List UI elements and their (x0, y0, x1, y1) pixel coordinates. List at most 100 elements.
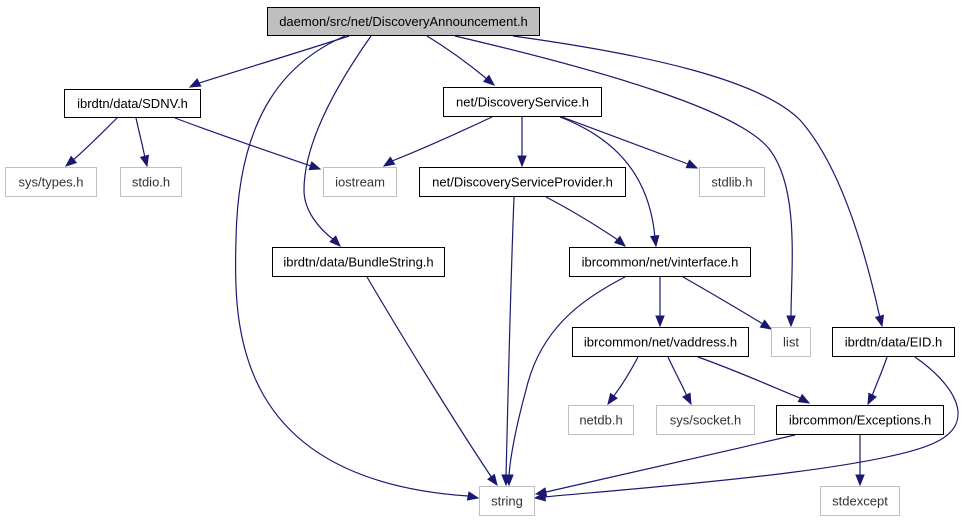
edges-layer (64, 35, 959, 502)
arrowhead-icon (786, 315, 796, 328)
arrowhead-icon (655, 315, 665, 328)
edge-provider-to-string (501, 196, 515, 487)
node-box (699, 167, 765, 197)
node-box (820, 486, 900, 516)
edge-bundlestring-to-string (366, 276, 498, 487)
node-stdio: stdio.h (120, 167, 182, 197)
node-stdexcept: stdexcept (820, 486, 900, 516)
edge-discoveryservice-to-stdlib (561, 116, 699, 169)
arrowhead-icon (482, 74, 496, 86)
edge-line (391, 116, 493, 162)
edge-line (366, 276, 493, 479)
node-label: netdb.h (579, 413, 622, 428)
node-stdlib: stdlib.h (699, 167, 765, 197)
edge-line (682, 276, 764, 325)
node-label: ibrcommon/net/vaddress.h (584, 335, 737, 350)
node-box (479, 486, 535, 516)
node-label: net/DiscoveryService.h (456, 95, 589, 110)
arrowhead-icon (607, 392, 618, 406)
edge-line (174, 117, 312, 167)
arrowhead-icon (517, 155, 527, 168)
node-label: sys/types.h (18, 175, 83, 190)
arrowhead-icon (685, 159, 699, 169)
edge-vinterface-to-vaddress (655, 277, 665, 328)
arrowhead-icon (466, 491, 480, 501)
node-discoveryservice[interactable]: net/DiscoveryService.h (443, 87, 602, 117)
arrowhead-icon (797, 393, 811, 404)
node-label: sys/socket.h (670, 413, 742, 428)
edge-line (303, 35, 372, 241)
edge-sdnv-to-iostream (174, 117, 322, 171)
node-label: stdio.h (132, 175, 170, 190)
node-label: list (783, 335, 799, 350)
arrowhead-icon (188, 78, 202, 88)
edge-line (195, 35, 350, 85)
node-box[interactable] (272, 247, 445, 277)
node-label: ibrcommon/Exceptions.h (789, 413, 931, 428)
arrowhead-icon (487, 473, 498, 487)
node-box[interactable] (572, 327, 749, 357)
arrowhead-icon (613, 235, 627, 247)
arrowhead-icon (139, 154, 150, 168)
edge-vaddress-to-netdb (607, 356, 639, 406)
node-box[interactable] (832, 327, 955, 357)
node-box (771, 327, 811, 357)
edge-line (559, 116, 656, 239)
arrowhead-icon (64, 155, 78, 167)
node-label: ibrcommon/net/vinterface.h (582, 255, 739, 270)
node-box[interactable] (267, 7, 540, 36)
node-box[interactable] (64, 89, 201, 118)
arrowhead-icon (867, 392, 877, 406)
edge-line (697, 356, 801, 399)
arrowhead-icon (874, 314, 885, 328)
node-socket: sys/socket.h (656, 405, 755, 435)
arrowhead-icon (308, 161, 322, 171)
edge-root-to-sdnv (188, 35, 350, 88)
edge-line (561, 116, 689, 165)
node-netdb: netdb.h (568, 405, 634, 435)
edge-root-to-list (454, 35, 796, 328)
edge-root-to-eid (512, 35, 885, 328)
arrowhead-icon (382, 156, 396, 167)
node-eid[interactable]: ibrdtn/data/EID.h (832, 327, 955, 357)
edge-line (71, 117, 118, 162)
edge-vaddress-to-socket (667, 356, 692, 406)
edge-vaddress-to-exceptions (697, 356, 811, 404)
edge-vinterface-to-list (682, 276, 773, 330)
edge-root-to-bundlestring (303, 35, 372, 247)
node-vinterface[interactable]: ibrcommon/net/vinterface.h (569, 247, 751, 277)
edge-line (612, 356, 639, 398)
node-vaddress[interactable]: ibrcommon/net/vaddress.h (572, 327, 749, 357)
edge-line (508, 276, 626, 477)
node-label: ibrdtn/data/BundleString.h (283, 255, 433, 270)
node-box (323, 167, 397, 197)
edge-provider-to-vinterface (545, 196, 627, 247)
edge-line (135, 117, 146, 159)
edge-line (545, 434, 796, 493)
edge-line (454, 35, 793, 318)
node-box[interactable] (776, 405, 944, 435)
edge-eid-to-exceptions (867, 356, 888, 406)
node-box (568, 405, 634, 435)
nodes-layer: daemon/src/net/DiscoveryAnnouncement.h ib… (5, 7, 955, 516)
node-sdnv[interactable]: ibrdtn/data/SDNV.h (64, 89, 201, 118)
node-label: ibrdtn/data/SDNV.h (77, 96, 188, 111)
node-box[interactable] (419, 167, 626, 197)
node-label: ibrdtn/data/EID.h (845, 335, 943, 350)
edge-line (543, 356, 959, 498)
node-root[interactable]: daemon/src/net/DiscoveryAnnouncement.h (267, 7, 540, 36)
arrowhead-icon (504, 474, 514, 487)
edge-line (426, 35, 488, 80)
node-box (656, 405, 755, 435)
node-exceptions[interactable]: ibrcommon/Exceptions.h (776, 405, 944, 435)
edge-line (667, 356, 688, 397)
arrowhead-icon (649, 234, 660, 248)
edge-discoveryservice-to-provider (517, 117, 527, 168)
node-box[interactable] (443, 87, 602, 117)
node-box[interactable] (569, 247, 751, 277)
arrowhead-icon (855, 474, 865, 487)
node-provider[interactable]: net/DiscoveryServiceProvider.h (419, 167, 626, 197)
arrowhead-icon (682, 392, 692, 406)
node-bundlestring[interactable]: ibrdtn/data/BundleString.h (272, 247, 445, 277)
